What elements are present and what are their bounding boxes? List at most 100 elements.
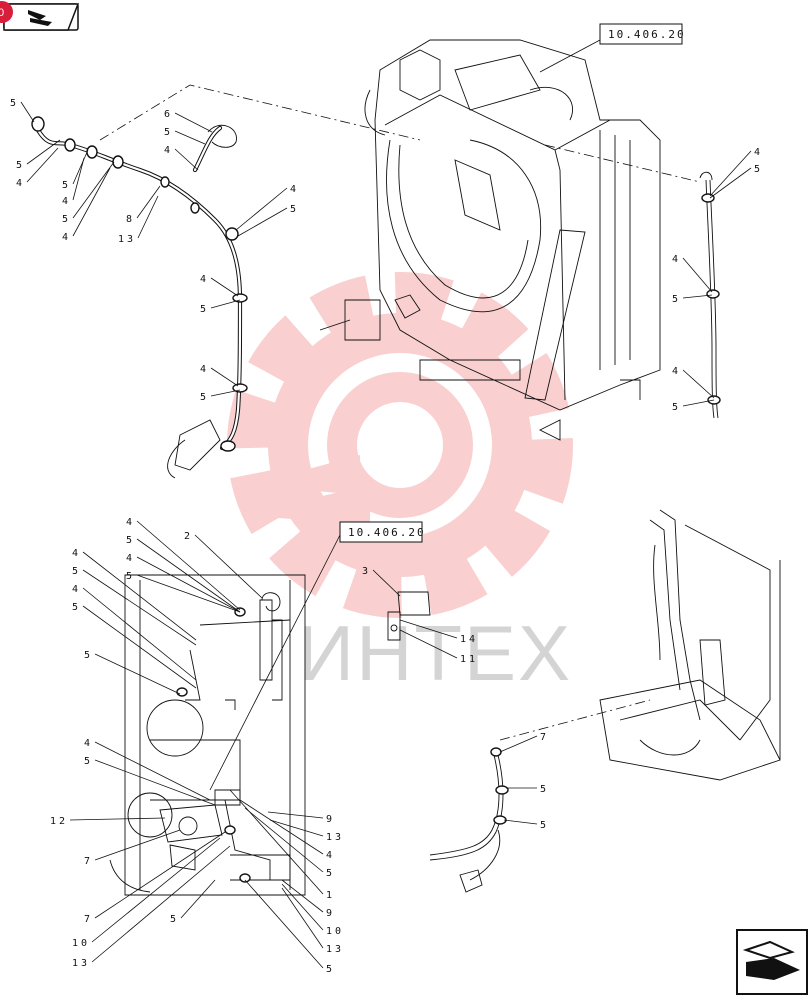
callout-leader-line <box>682 294 713 299</box>
callout-leader-line <box>136 574 241 613</box>
callout-leader-line <box>72 161 115 219</box>
callout-leader-line <box>194 534 263 599</box>
watermark-text: ИНТЕХ <box>298 609 572 697</box>
reference-box-top[interactable]: 10.406.20 <box>599 23 686 45</box>
callout-leader-line <box>136 185 161 219</box>
callout-leader-line <box>91 845 231 963</box>
callout-leader-line <box>136 520 241 611</box>
part-3-bracket <box>387 591 431 641</box>
connection-line-top-right <box>544 144 701 183</box>
callout-middle-left-2: 4 <box>126 553 135 564</box>
callout-leader-line <box>244 879 324 969</box>
callout-middle-left-4: 4 <box>72 548 81 559</box>
callout-bottom-right-2: 5 <box>540 820 549 831</box>
watermark-gear <box>227 272 573 618</box>
callout-leader-line <box>210 389 241 397</box>
reference-label-top: 10.406.20 <box>608 28 686 41</box>
callout-leader-line <box>94 829 181 861</box>
reference-box-middle[interactable]: 10.406.20 <box>339 521 426 543</box>
callout-leader-line <box>399 629 458 659</box>
prev-page-button[interactable] <box>3 3 80 31</box>
callout-leader-line <box>269 819 324 837</box>
callout-top-right-4: 4 <box>672 366 681 377</box>
callout-leader-line <box>94 831 226 919</box>
callout-leader-line <box>136 538 241 613</box>
bottom-right-assembly <box>599 509 781 781</box>
callout-top-left-11: 13 <box>118 234 136 245</box>
callout-top-right-2: 4 <box>672 254 681 265</box>
arrow-prev-icon <box>28 10 52 26</box>
lower-frame-assembly <box>109 574 306 896</box>
callout-leader-line <box>136 556 241 613</box>
callout-leader-line <box>682 369 715 399</box>
callout-leader-line <box>72 149 89 185</box>
callout-leader-line <box>82 551 197 641</box>
callout-middle-right-8: 9 <box>326 908 335 919</box>
connection-line-top <box>99 84 421 141</box>
callout-leader-line <box>82 569 197 646</box>
callout-leader-line <box>709 167 752 199</box>
callout-leader-line <box>82 587 197 681</box>
callout-middle-right-11: 5 <box>326 964 335 975</box>
callout-middle-right-5: 4 <box>326 850 335 861</box>
callout-top-left-17: 5 <box>200 392 209 403</box>
callout-leader-line <box>72 157 85 201</box>
callout-leader-line <box>137 195 159 239</box>
callout-middle-left-17: 5 <box>170 914 179 925</box>
callout-leader-line <box>399 619 458 639</box>
callout-bottom-right-1: 5 <box>540 784 549 795</box>
callout-leader-line <box>26 139 61 165</box>
callout-bottom-right-0: 7 <box>540 732 549 743</box>
callout-leader-line <box>174 112 213 133</box>
hose-harness-top-left <box>31 116 248 479</box>
callout-middle-right-3: 9 <box>326 814 335 825</box>
callout-leader-line <box>82 605 197 689</box>
callout-top-left-5: 5 <box>62 214 71 225</box>
callout-top-left-7: 6 <box>164 109 173 120</box>
callout-leader-line <box>26 147 59 183</box>
callout-leader-line <box>210 277 239 297</box>
callout-middle-left-8: 2 <box>184 531 193 542</box>
callout-leader-line <box>210 299 241 309</box>
callout-leader-line <box>94 759 216 806</box>
callout-leader-line <box>709 150 752 197</box>
callout-top-left-15: 5 <box>200 304 209 315</box>
callout-top-left-0: 5 <box>10 98 19 109</box>
callout-top-left-13: 5 <box>290 204 299 215</box>
callout-leader-line <box>281 883 324 931</box>
callout-leader-line <box>91 837 221 943</box>
callout-top-left-8: 5 <box>164 127 173 138</box>
callout-middle-left-3: 5 <box>126 571 135 582</box>
callout-top-left-14: 4 <box>200 274 209 285</box>
callout-top-right-3: 5 <box>672 294 681 305</box>
callout-middle-left-12: 12 <box>50 816 68 827</box>
next-page-button[interactable] <box>736 929 808 995</box>
callout-top-left-1: 5 <box>16 160 25 171</box>
callout-leader-line <box>20 101 35 123</box>
callout-top-left-2: 4 <box>16 178 25 189</box>
reference-label-middle: 10.406.20 <box>348 526 426 539</box>
callout-middle-left-0: 4 <box>126 517 135 528</box>
callout-middle-left-15: 10 <box>72 938 90 949</box>
callout-top-left-3: 5 <box>62 180 71 191</box>
arrow-next-icon <box>742 940 800 980</box>
callout-leader-line <box>229 789 324 895</box>
callout-leader-line <box>503 819 538 825</box>
callout-middle-left-11: 5 <box>84 756 93 767</box>
callout-middle-right-10: 13 <box>326 944 344 955</box>
callout-top-left-12: 4 <box>290 184 299 195</box>
callout-leader-line <box>94 741 211 801</box>
page-tag-text: 0 <box>0 7 4 19</box>
callout-middle-left-7: 5 <box>72 602 81 613</box>
callout-middle-left-9: 5 <box>84 650 93 661</box>
callout-middle-right-7: 1 <box>326 890 335 901</box>
callout-leader-line <box>180 879 216 919</box>
callout-leader-line <box>281 887 324 949</box>
callout-middle-right-2: 11 <box>460 654 478 665</box>
callout-leader-line <box>174 130 206 145</box>
callout-middle-right-0: 3 <box>362 566 371 577</box>
callout-leader-line <box>267 811 324 819</box>
callout-top-left-16: 4 <box>200 364 209 375</box>
